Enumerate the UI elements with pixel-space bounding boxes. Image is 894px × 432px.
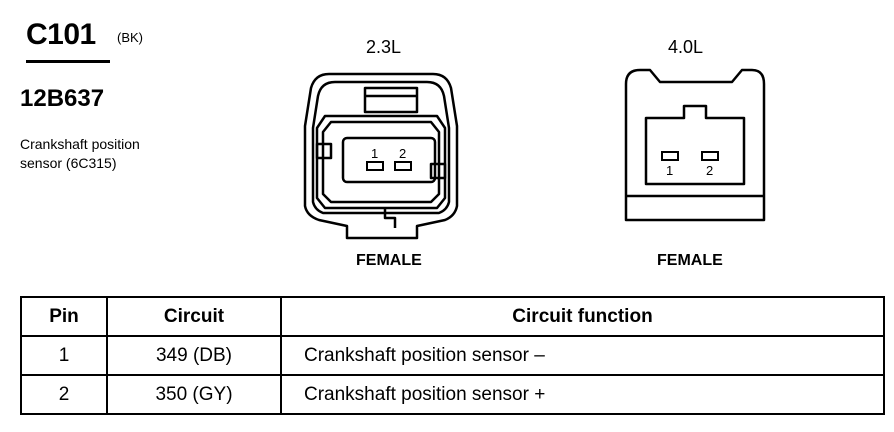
table-header-row: Pin Circuit Circuit function: [20, 296, 885, 337]
pin-label: 1: [371, 146, 378, 161]
column-header-circuit: Circuit: [106, 296, 282, 337]
circuit-cell: 349 (DB): [106, 335, 282, 376]
variant-label-4-0l: 4.0L: [668, 37, 704, 57]
column-header-function: Circuit function: [280, 296, 885, 337]
pin-label: 2: [399, 146, 406, 161]
part-number: 12B637: [20, 85, 105, 112]
pin-2-cavity: [394, 161, 412, 171]
pin-label: 1: [666, 163, 673, 178]
pin-cell: 2: [20, 374, 108, 415]
connector-id: C101: [26, 18, 96, 51]
connector-face-4-0l: 1 2: [624, 68, 766, 222]
connector-description: Crankshaft position sensor (6C315): [20, 135, 140, 173]
function-cell: Crankshaft position sensor –: [280, 335, 885, 376]
gender-label-4-0l: FEMALE: [657, 252, 723, 269]
column-header-pin: Pin: [20, 296, 108, 337]
pin-1-cavity: [366, 161, 384, 171]
pin-1-cavity: [661, 151, 679, 161]
pin-label: 2: [706, 163, 713, 178]
description-line-2: sensor (6C315): [20, 155, 117, 171]
table-row: 2 350 (GY) Crankshaft position sensor +: [20, 374, 885, 415]
gender-label-2-3l: FEMALE: [356, 252, 422, 269]
circuit-cell: 350 (GY): [106, 374, 282, 415]
function-cell: Crankshaft position sensor +: [280, 374, 885, 415]
pin-2-cavity: [701, 151, 719, 161]
variant-label-2-3l: 2.3L: [366, 37, 402, 57]
pinout-table: Pin Circuit Circuit function 1 349 (DB) …: [20, 296, 885, 415]
connector-id-underline: [26, 60, 110, 63]
table-row: 1 349 (DB) Crankshaft position sensor –: [20, 335, 885, 376]
description-line-1: Crankshaft position: [20, 136, 140, 152]
pin-cell: 1: [20, 335, 108, 376]
connector-color-code: (BK): [117, 30, 143, 45]
connector-face-2-3l: 1 2: [303, 72, 459, 240]
